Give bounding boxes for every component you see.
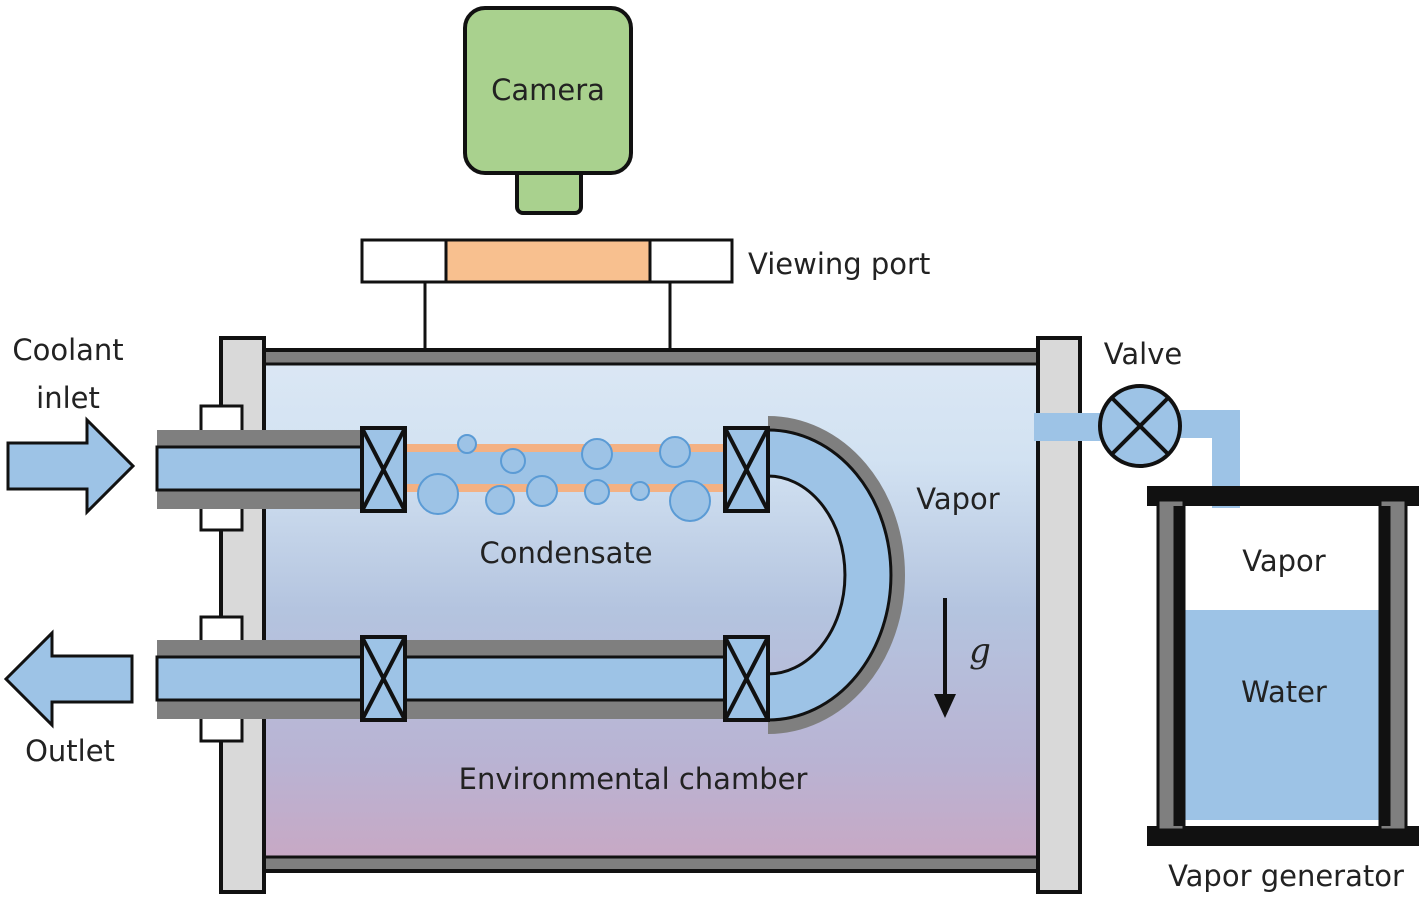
valve-label: Valve	[1104, 337, 1182, 371]
union-fitting	[360, 426, 407, 513]
valve-icon	[1098, 384, 1182, 468]
environmental-chamber	[219, 336, 1082, 894]
environmental-chamber-label: Environmental chamber	[459, 762, 808, 796]
viewing-window	[444, 238, 652, 284]
condensate-film-top	[405, 444, 725, 452]
vapor-generator-label: Vapor generator	[1168, 859, 1404, 893]
condensate-film-bottom	[405, 484, 725, 492]
camera: Camera	[463, 6, 633, 215]
outlet-label: Outlet	[25, 734, 115, 768]
coolant-inlet-label-line2: inlet	[36, 381, 100, 415]
union-fitting	[360, 635, 407, 722]
condensate-label: Condensate	[479, 536, 652, 570]
camera-body	[463, 6, 633, 175]
viewing-port: Viewing port	[360, 238, 930, 358]
tube-union-fittings	[360, 426, 770, 722]
union-fitting	[723, 426, 770, 513]
gravity-label: g	[969, 631, 991, 671]
viewing-port-label: Viewing port	[748, 247, 930, 281]
union-fitting	[723, 635, 770, 722]
arrow-down-icon	[934, 598, 956, 718]
water-label: Water	[1241, 675, 1327, 709]
arrow-right-icon	[6, 416, 136, 516]
camera-label: Camera	[491, 73, 605, 107]
chamber-vapor-label: Vapor	[916, 482, 1000, 516]
vapor-generator	[1147, 486, 1419, 846]
condensate-droplets	[417, 434, 711, 522]
generator-vapor-label: Vapor	[1242, 544, 1326, 578]
arrow-left-icon	[3, 629, 134, 729]
coolant-inlet-label: Coolant	[12, 333, 123, 367]
water-level	[1184, 610, 1380, 820]
